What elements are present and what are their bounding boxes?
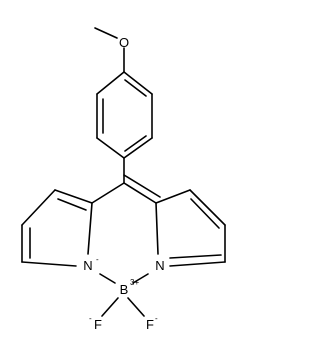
- boron-atom-label: B: [120, 282, 129, 297]
- bond-benzene-double-a: [124, 79, 147, 97]
- bond-boron-fluorine-left: [101, 297, 119, 317]
- bond-left-pyrrole-4: [21, 261, 77, 267]
- bond-left-pyrrole-1-double: [57, 198, 87, 211]
- bond-right-pyrrole-5: [155, 202, 159, 255]
- bond-benzene-double-b: [124, 135, 147, 152]
- boron-charge-label: 3+: [130, 278, 139, 287]
- bond-left-pyrrole-1: [54, 189, 93, 204]
- bond-nleft-boron: [99, 273, 116, 284]
- bond-right-pyrrole-2-double: [190, 198, 220, 229]
- bond-right-pyrrole-1: [155, 189, 191, 204]
- fluorine-left-atom-label: F: [94, 317, 102, 332]
- bond-boron-fluorine-right: [127, 297, 145, 317]
- bond-lines: [21, 27, 226, 317]
- oxygen-atom-label: O: [119, 35, 129, 50]
- bond-meso-right-double: [123, 174, 161, 198]
- atom-labels: O N - N B 3+ F - F -: [83, 35, 164, 332]
- bond-left-pyrrole-5: [87, 202, 93, 255]
- bond-benzene-1: [123, 71, 153, 95]
- nitrogen-right-atom-label: N: [155, 258, 164, 273]
- bond-methyl-oxygen: [94, 27, 118, 39]
- bond-benzene-6: [96, 71, 125, 95]
- bond-meso-right: [123, 182, 157, 204]
- bond-benzene-4: [96, 137, 125, 159]
- nitrogen-left-charge-label: -: [96, 255, 99, 264]
- nitrogen-left-atom-label: N: [83, 258, 92, 273]
- bond-right-pyrrole-4: [169, 261, 226, 267]
- bond-benzene-3: [123, 137, 153, 159]
- fluorine-right-charge-label: -: [155, 314, 158, 323]
- bond-right-pyrrole-2: [189, 189, 226, 226]
- bond-meso-left: [91, 182, 125, 204]
- fluorine-right-atom-label: F: [146, 317, 154, 332]
- bond-left-pyrrole-2: [21, 189, 56, 226]
- bond-right-pyrrole-4-double: [169, 254, 222, 259]
- bond-nright-boron: [132, 273, 149, 284]
- fluorine-left-charge-label: -: [89, 314, 92, 323]
- molecule-structure-diagram: O N - N B 3+ F - F -: [21, 27, 226, 332]
